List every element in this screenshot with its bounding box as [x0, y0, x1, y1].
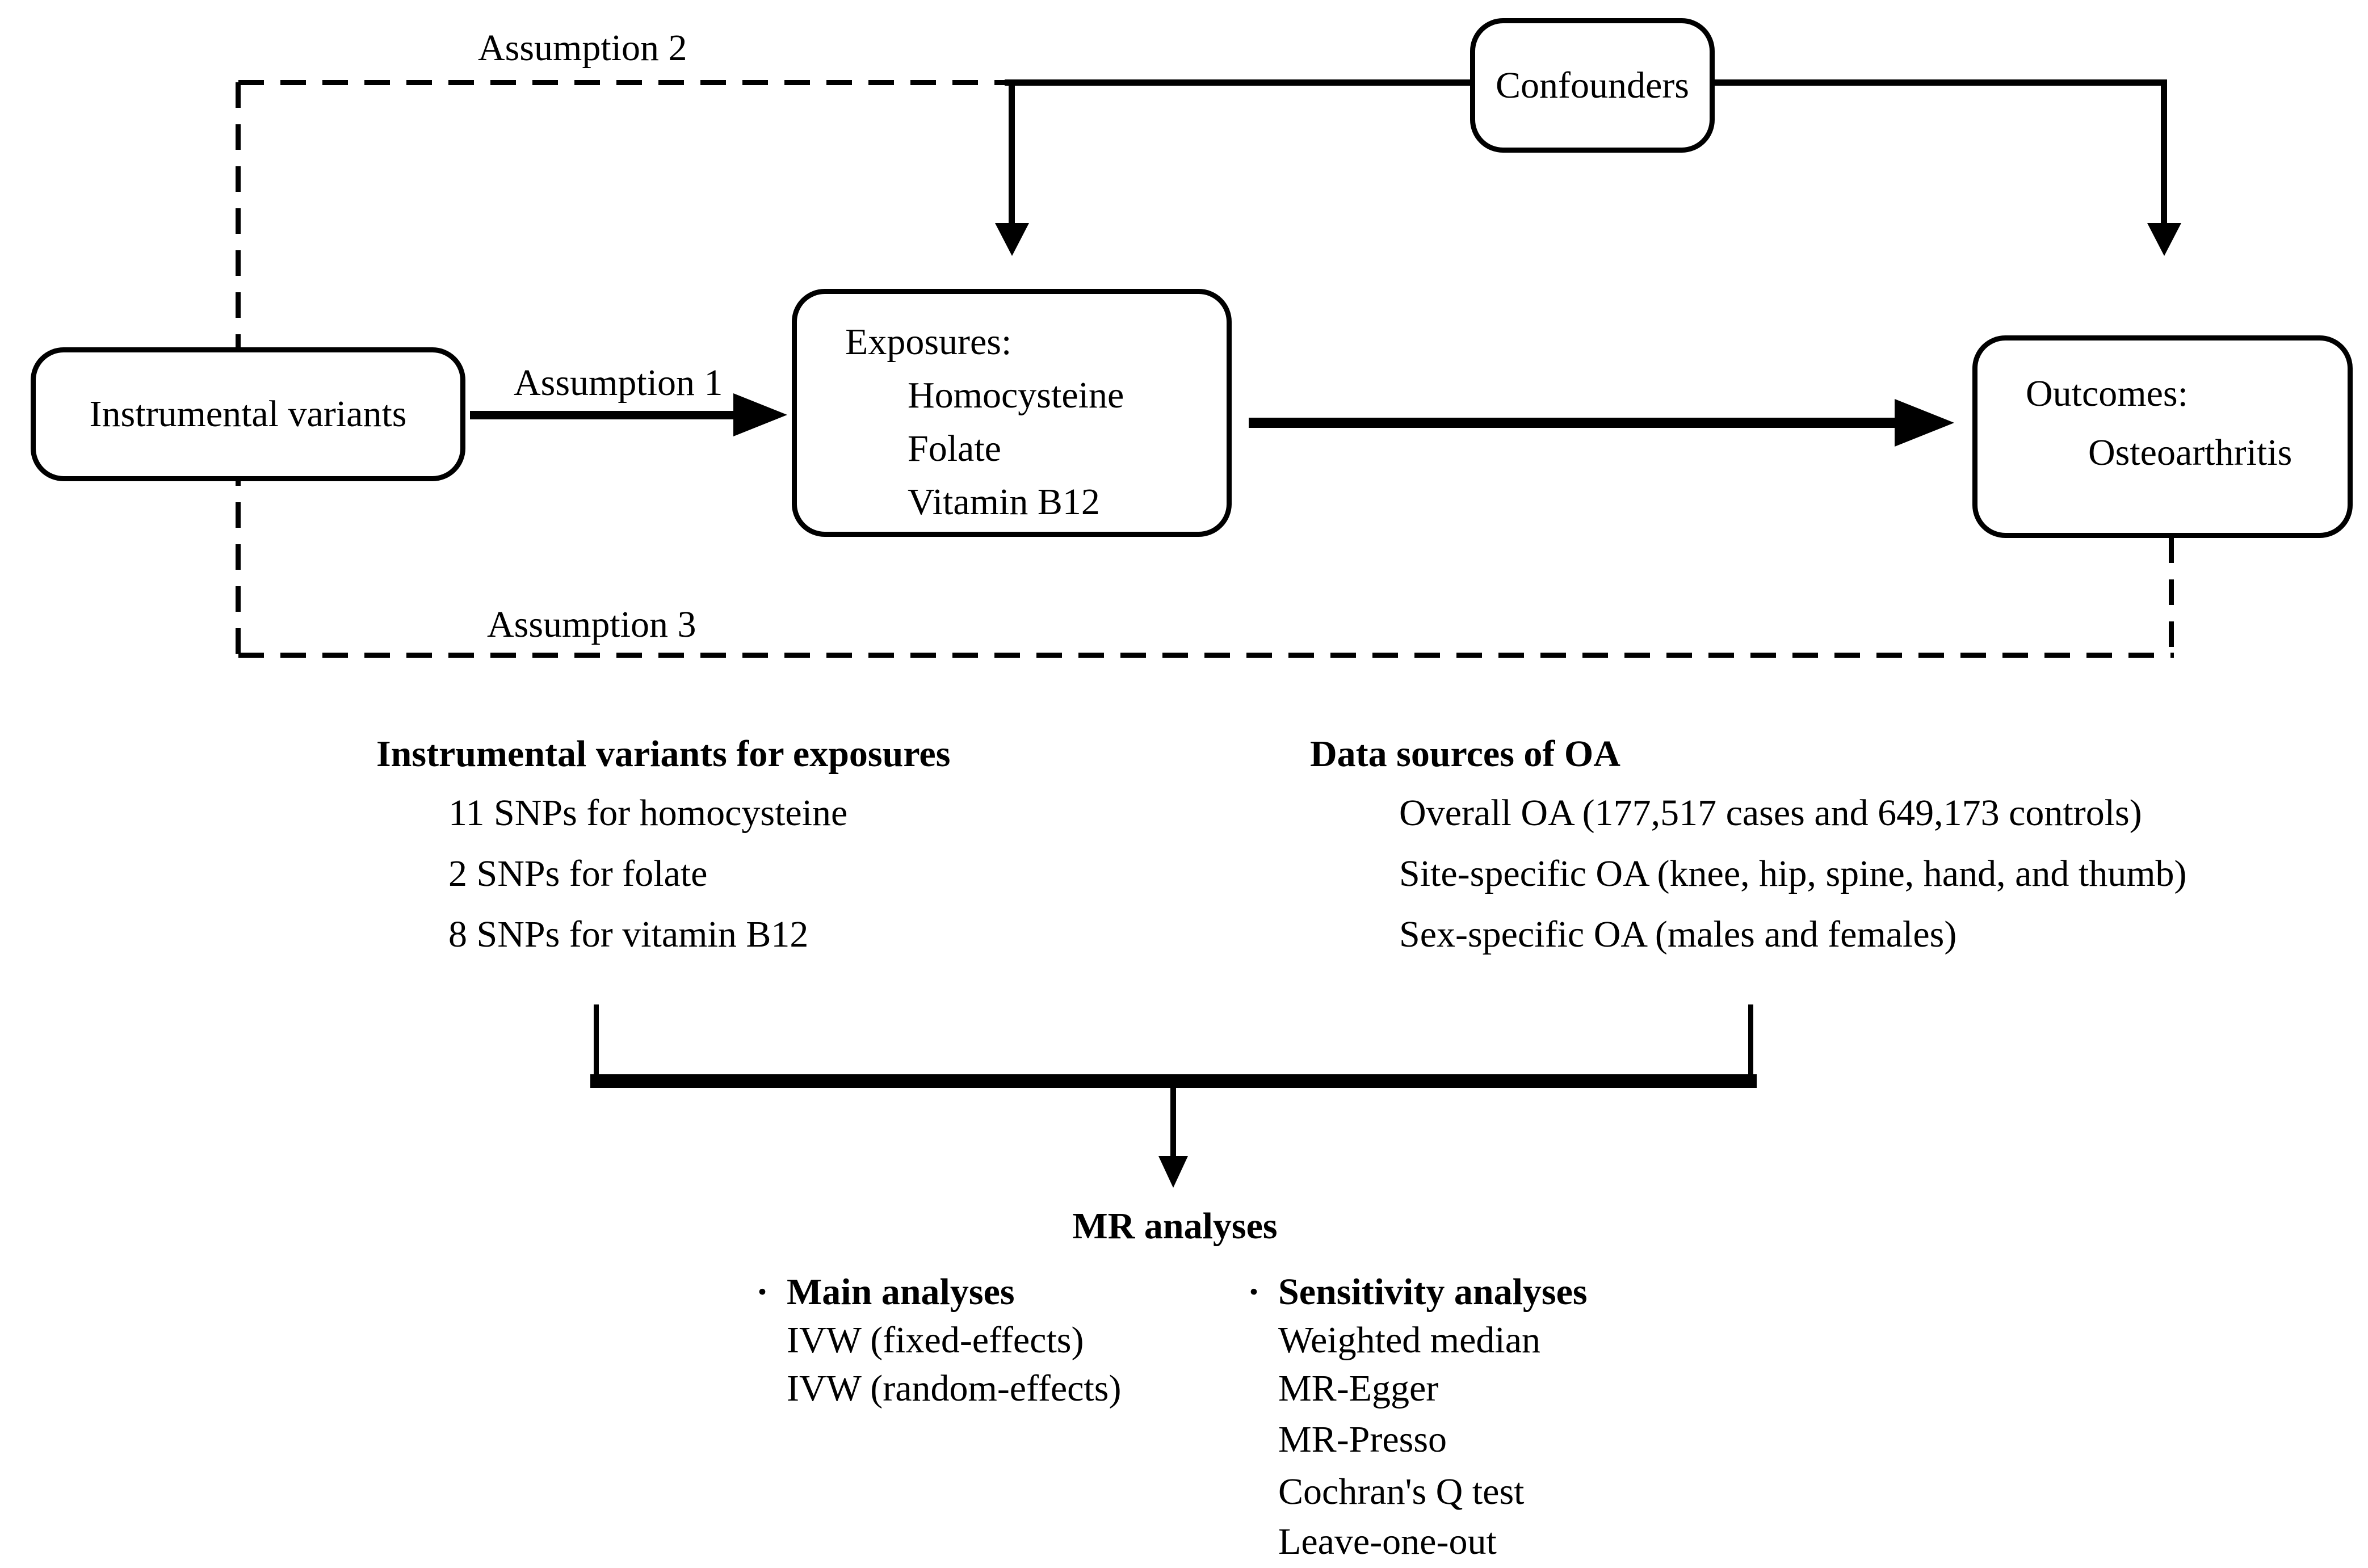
- assumption-1-arrowhead: [733, 393, 787, 436]
- iv-section-item: 2 SNPs for folate: [448, 853, 708, 894]
- instrumental-variants-label: Instrumental variants: [89, 393, 407, 435]
- main-analyses-title: Main analyses: [787, 1271, 1015, 1313]
- assumption-2-label: Assumption 2: [478, 27, 687, 69]
- confounders-label: Confounders: [1496, 64, 1689, 106]
- main-analyses-item: IVW (fixed-effects): [787, 1319, 1084, 1361]
- sensitivity-analyses-item: MR-Presso: [1278, 1419, 1447, 1460]
- bracket-bar: [590, 1074, 1757, 1088]
- iv-section-item: 8 SNPs for vitamin B12: [448, 914, 809, 955]
- sensitivity-analyses-item: MR-Egger: [1278, 1368, 1439, 1409]
- sensitivity-analyses-item: Cochran's Q test: [1278, 1471, 1525, 1512]
- instrumental-variants-node: Instrumental variants: [31, 347, 465, 481]
- confounders-node: Confounders: [1470, 18, 1715, 153]
- exposures-to-outcomes-arrow-shaft: [1249, 418, 1896, 428]
- exposures-to-outcomes-arrowhead: [1895, 399, 1954, 447]
- exposures-node: Exposures: Homocysteine Folate Vitamin B…: [792, 289, 1232, 537]
- main-analyses-bullet: ·: [756, 1271, 769, 1313]
- assumption-2-dashed-line: [238, 80, 1005, 85]
- exposures-item: Vitamin B12: [908, 481, 1100, 523]
- oa-section-title: Data sources of OA: [1310, 733, 1620, 775]
- oa-section-item: Overall OA (177,517 cases and 649,173 co…: [1399, 792, 2142, 834]
- oa-section-item: Site-specific OA (knee, hip, spine, hand…: [1399, 853, 2187, 894]
- assumption-1-arrow-shaft: [470, 411, 735, 419]
- outcomes-vertical-dashed-line: [2169, 537, 2174, 655]
- assumption-3-dashed-line: [238, 653, 2174, 658]
- mr-analyses-arrowhead: [1158, 1156, 1188, 1188]
- confounders-to-exposures-arrowhead: [995, 223, 1029, 256]
- sensitivity-analyses-item: Weighted median: [1278, 1319, 1541, 1361]
- exposures-item: Homocysteine: [908, 375, 1124, 416]
- sensitivity-analyses-title: Sensitivity analyses: [1278, 1271, 1588, 1313]
- confounders-line-right-segment: [1714, 79, 2165, 86]
- outcomes-node: Outcomes: Osteoarthritis: [1972, 335, 2353, 538]
- confounders-line-left-segment: [1005, 79, 1471, 86]
- oa-section-item: Sex-specific OA (males and females): [1399, 914, 1957, 955]
- confounders-to-exposures-arrow-shaft: [1009, 79, 1015, 224]
- bracket-right-line: [1748, 1004, 1753, 1075]
- sensitivity-analyses-item: Leave-one-out: [1278, 1521, 1497, 1562]
- main-analyses-item: IVW (random-effects): [787, 1368, 1122, 1409]
- confounders-to-outcomes-arrowhead: [2147, 223, 2181, 256]
- exposures-title: Exposures:: [845, 321, 1012, 363]
- sensitivity-analyses-bullet: ·: [1248, 1271, 1261, 1313]
- iv-section-item: 11 SNPs for homocysteine: [448, 792, 848, 834]
- mr-analyses-arrow-shaft: [1170, 1088, 1176, 1157]
- assumption-1-label: Assumption 1: [514, 362, 723, 403]
- mr-section-title: MR analyses: [1072, 1205, 1278, 1247]
- outcomes-item: Osteoarthritis: [2088, 432, 2293, 473]
- confounders-to-outcomes-arrow-shaft: [2161, 79, 2167, 224]
- exposures-item: Folate: [908, 428, 1001, 469]
- outcomes-title: Outcomes:: [2026, 373, 2188, 414]
- iv-section-title: Instrumental variants for exposures: [376, 733, 951, 775]
- bracket-left-line: [594, 1004, 599, 1075]
- assumption-3-label: Assumption 3: [487, 604, 696, 645]
